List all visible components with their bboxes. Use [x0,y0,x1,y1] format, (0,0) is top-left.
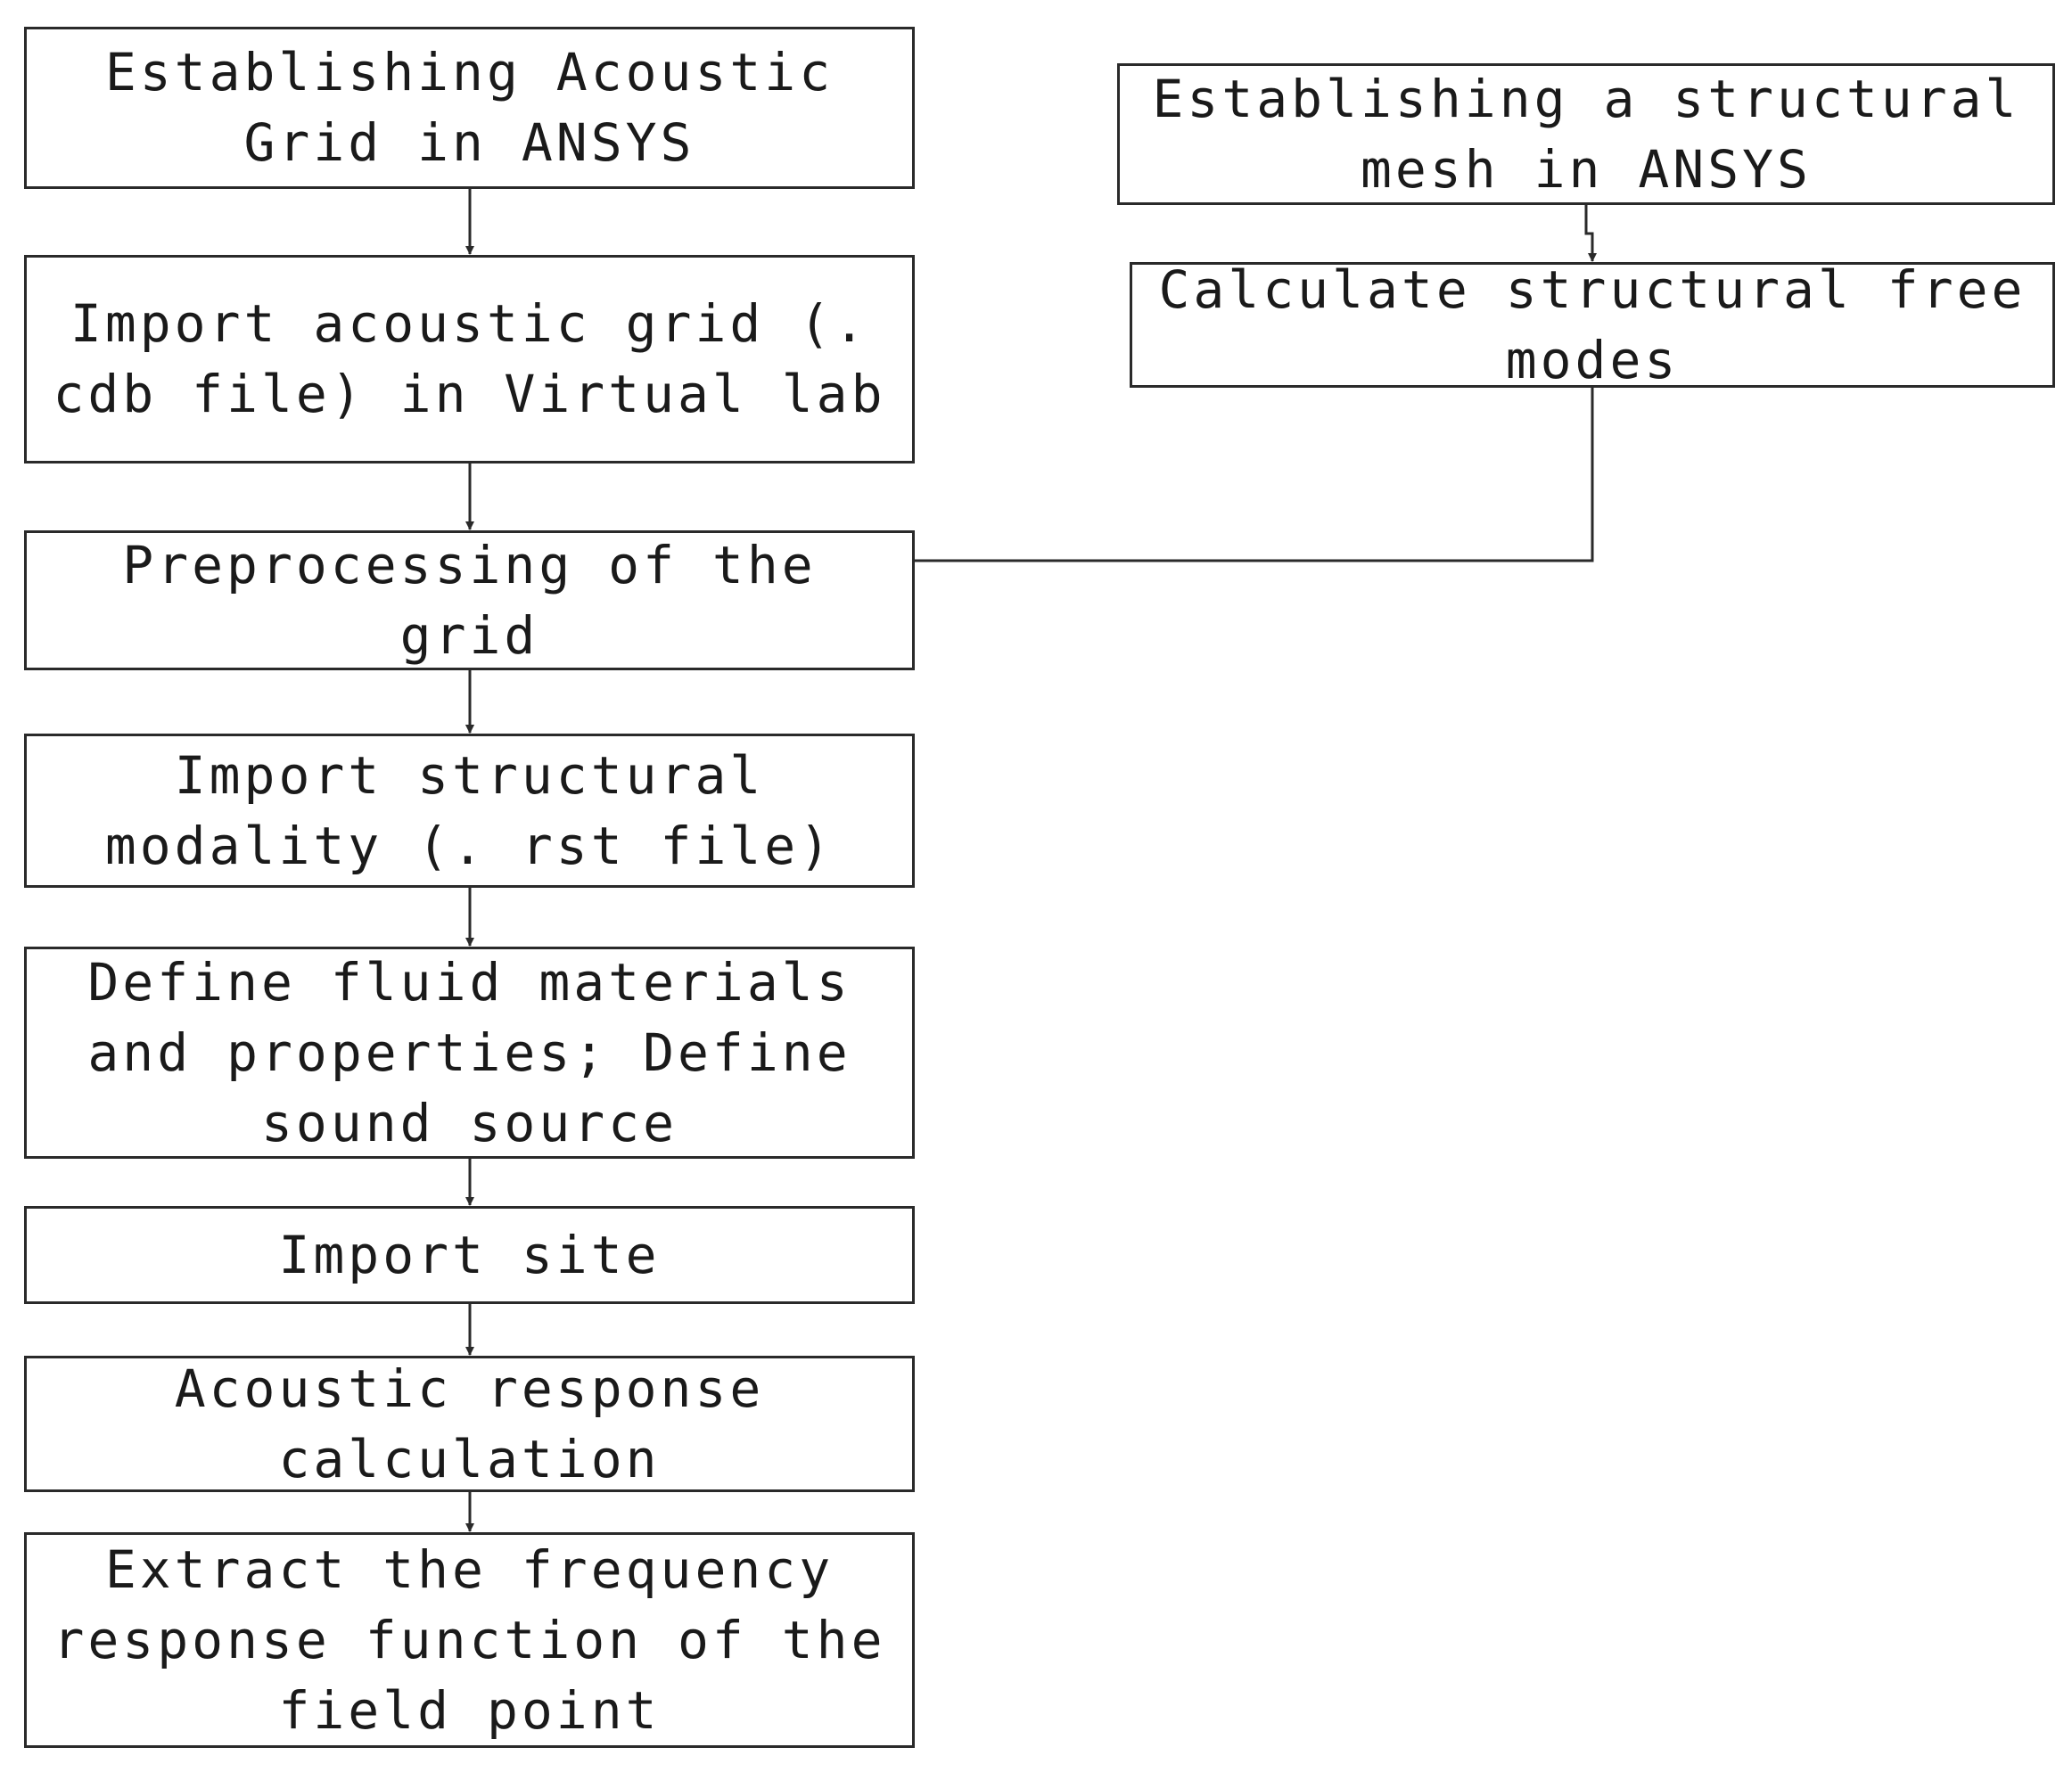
edge-structural-mesh-to-free-modes [1584,205,1597,262]
node-label: Establishing Acoustic Grid in ANSYS [104,42,835,173]
node-import-modality: Import structural modality (. rst file) [24,734,915,888]
node-label: Import structural modality (. rst file) [104,744,835,876]
node-acoustic-grid: Establishing Acoustic Grid in ANSYS [24,27,915,189]
node-import-grid: Import acoustic grid (. cdb file) in Vir… [24,255,915,464]
node-label: Acoustic response calculation [174,1358,765,1489]
node-label: Import acoustic grid (. cdb file) in Vir… [53,293,886,424]
node-label: Preprocessing of the grid [122,534,817,666]
node-free-modes: Calculate structural free modes [1130,259,2055,390]
node-define-fluid: Define fluid materials and properties; D… [24,947,915,1159]
node-label: Extract the frequency response function … [53,1538,886,1741]
node-preprocessing: Preprocessing of the grid [24,530,915,670]
node-extract-frf: Extract the frequency response function … [24,1532,915,1748]
node-label: Define fluid materials and properties; D… [87,951,851,1153]
node-import-site: Import site [24,1206,915,1304]
node-acoustic-response: Acoustic response calculation [24,1356,915,1492]
node-label: Import site [278,1224,661,1285]
node-structural-mesh: Establishing a structural mesh in ANSYS [1117,63,2055,205]
node-label: Calculate structural free modes [1158,258,2027,390]
node-label: Establishing a structural mesh in ANSYS [1152,68,2020,200]
